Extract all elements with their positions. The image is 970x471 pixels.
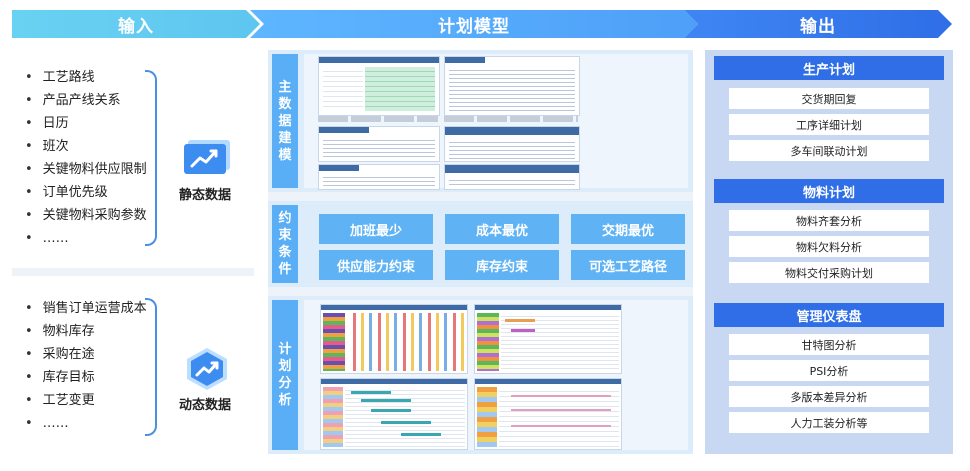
screenshot-table [444, 56, 580, 116]
master-data-section: 主 数 据 建 模 [268, 50, 693, 192]
constraints-section: 约 束 条 件 加班最少 成本最优 交期最优 供应能力约束 库存约束 可选工艺路… [268, 201, 693, 287]
output-item: 物料齐套分析 [729, 210, 929, 231]
list-item: 关键物料采购参数 [25, 204, 147, 227]
list-item: 订单优先级 [25, 181, 147, 204]
static-data-label: 静态数据 [179, 188, 232, 203]
constraints-title: 约 束 条 件 [272, 205, 298, 283]
screenshot-table [444, 164, 580, 190]
output-section-material-plan: 物料计划 物料齐套分析 物料欠料分析 物料交付采购计划 [714, 179, 944, 291]
dynamic-data-label: 动态数据 [179, 398, 232, 413]
list-item: 销售订单运营成本 [25, 297, 147, 320]
list-item: 日历 [25, 112, 147, 135]
screenshot-gantt [474, 304, 622, 374]
dynamic-data-card: 销售订单运营成本 物料库存 采购在途 库存目标 工艺变更 …… 动态数据 [12, 276, 254, 454]
master-data-title: 主 数 据 建 模 [272, 54, 298, 188]
constraint-inventory: 库存约束 [445, 250, 559, 280]
list-item: 物料库存 [25, 320, 147, 343]
section-title: 管理仪表盘 [714, 303, 944, 327]
screenshot-table [318, 164, 440, 190]
master-data-screenshots [304, 54, 688, 190]
plan-analysis-title: 计 划 分 析 [272, 300, 298, 450]
list-item: 产品产线关系 [25, 89, 147, 112]
output-item: 物料交付采购计划 [729, 262, 929, 283]
dynamic-data-brace [145, 298, 157, 436]
screenshot-gantt [474, 378, 622, 450]
list-item: 工艺路线 [25, 66, 147, 89]
screenshot-table [318, 56, 440, 116]
header-model: 计划模型 [250, 10, 698, 38]
plan-analysis-screenshots [304, 300, 688, 450]
list-item: 工艺变更 [25, 389, 147, 412]
output-item: 多车间联动计划 [729, 140, 929, 161]
list-item: 库存目标 [25, 366, 147, 389]
plan-analysis-section: 计 划 分 析 [268, 296, 693, 454]
output-item: PSI分析 [729, 360, 929, 381]
output-item: 甘特图分析 [729, 334, 929, 355]
static-data-chart-icon [184, 140, 230, 174]
list-item: …… [25, 412, 147, 435]
constraint-optional-routing: 可选工艺路径 [571, 250, 685, 280]
static-data-brace [145, 70, 157, 246]
static-data-card: 工艺路线 产品产线关系 日历 班次 关键物料供应限制 订单优先级 关键物料采购参… [12, 50, 254, 268]
list-item: 班次 [25, 135, 147, 158]
section-title: 生产计划 [714, 56, 944, 80]
header-output: 输出 [684, 10, 952, 38]
output-item: 物料欠料分析 [729, 236, 929, 257]
list-item: 采购在途 [25, 343, 147, 366]
output-section-management-dashboard: 管理仪表盘 甘特图分析 PSI分析 多版本差异分析 人力工装分析等 [714, 303, 944, 443]
output-section-production-plan: 生产计划 交货期回复 工序详细计划 多车间联动计划 [714, 56, 944, 168]
output-item: 多版本差异分析 [729, 386, 929, 407]
screenshot-gantt [320, 304, 468, 374]
model-column: 主 数 据 建 模 [268, 50, 693, 454]
constraint-least-overtime: 加班最少 [319, 214, 433, 244]
input-column: 工艺路线 产品产线关系 日历 班次 关键物料供应限制 订单优先级 关键物料采购参… [12, 50, 254, 454]
constraint-cost-optimal: 成本最优 [445, 214, 559, 244]
constraint-delivery-optimal: 交期最优 [571, 214, 685, 244]
list-item: …… [25, 227, 147, 250]
constraint-supply-capacity: 供应能力约束 [319, 250, 433, 280]
output-column: 生产计划 交货期回复 工序详细计划 多车间联动计划 物料计划 物料齐套分析 物料… [705, 50, 953, 454]
dynamic-data-hexagon-icon [187, 348, 227, 390]
section-title: 物料计划 [714, 179, 944, 203]
output-item: 交货期回复 [729, 88, 929, 109]
dynamic-data-list: 销售订单运营成本 物料库存 采购在途 库存目标 工艺变更 …… [25, 297, 147, 435]
screenshot-table [444, 126, 580, 162]
list-item: 关键物料供应限制 [25, 158, 147, 181]
output-item: 工序详细计划 [729, 114, 929, 135]
header-input: 输入 [12, 10, 260, 38]
screenshot-gantt [320, 378, 468, 450]
screenshot-table [318, 126, 440, 162]
static-data-list: 工艺路线 产品产线关系 日历 班次 关键物料供应限制 订单优先级 关键物料采购参… [25, 66, 147, 250]
output-item: 人力工装分析等 [729, 412, 929, 433]
